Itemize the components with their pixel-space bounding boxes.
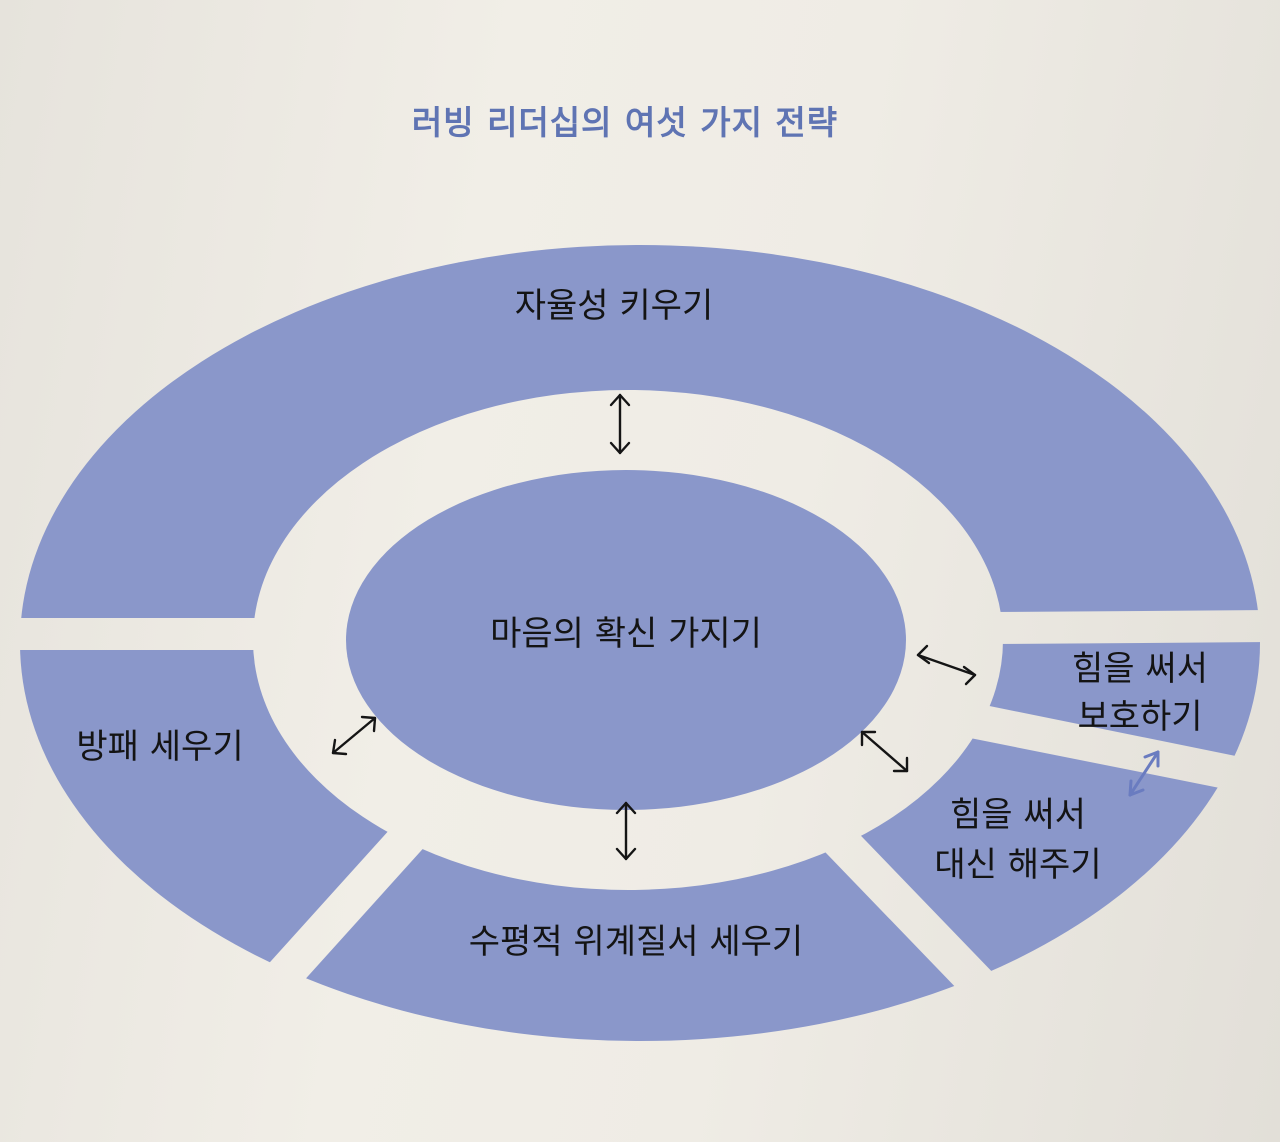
arrow-bottom bbox=[615, 801, 637, 861]
arrow-right-upper bbox=[916, 644, 977, 686]
arrow-top bbox=[609, 393, 631, 455]
arrow-left bbox=[331, 715, 377, 756]
segment-label-right-upper-line2: 보호하기 bbox=[1077, 697, 1202, 737]
diagram-title: 러빙 리더십의 여섯 가지 전략 bbox=[411, 103, 839, 142]
segment-label-right-lower-line1: 힘을 써서 bbox=[950, 795, 1086, 835]
center-ellipse bbox=[346, 470, 906, 810]
segment-label-top: 자율성 키우기 bbox=[515, 286, 714, 326]
segment-label-right-upper-line1: 힘을 써서 bbox=[1072, 649, 1208, 689]
segment-label-left: 방패 세우기 bbox=[76, 727, 243, 767]
arrow-right-lower bbox=[860, 730, 909, 773]
segment-label-right-lower-line2: 대신 해주기 bbox=[934, 845, 1101, 885]
center-label: 마음의 확신 가지기 bbox=[490, 614, 762, 654]
segment-label-bottom: 수평적 위계질서 세우기 bbox=[469, 922, 803, 962]
arrow-right-between bbox=[1128, 750, 1160, 797]
